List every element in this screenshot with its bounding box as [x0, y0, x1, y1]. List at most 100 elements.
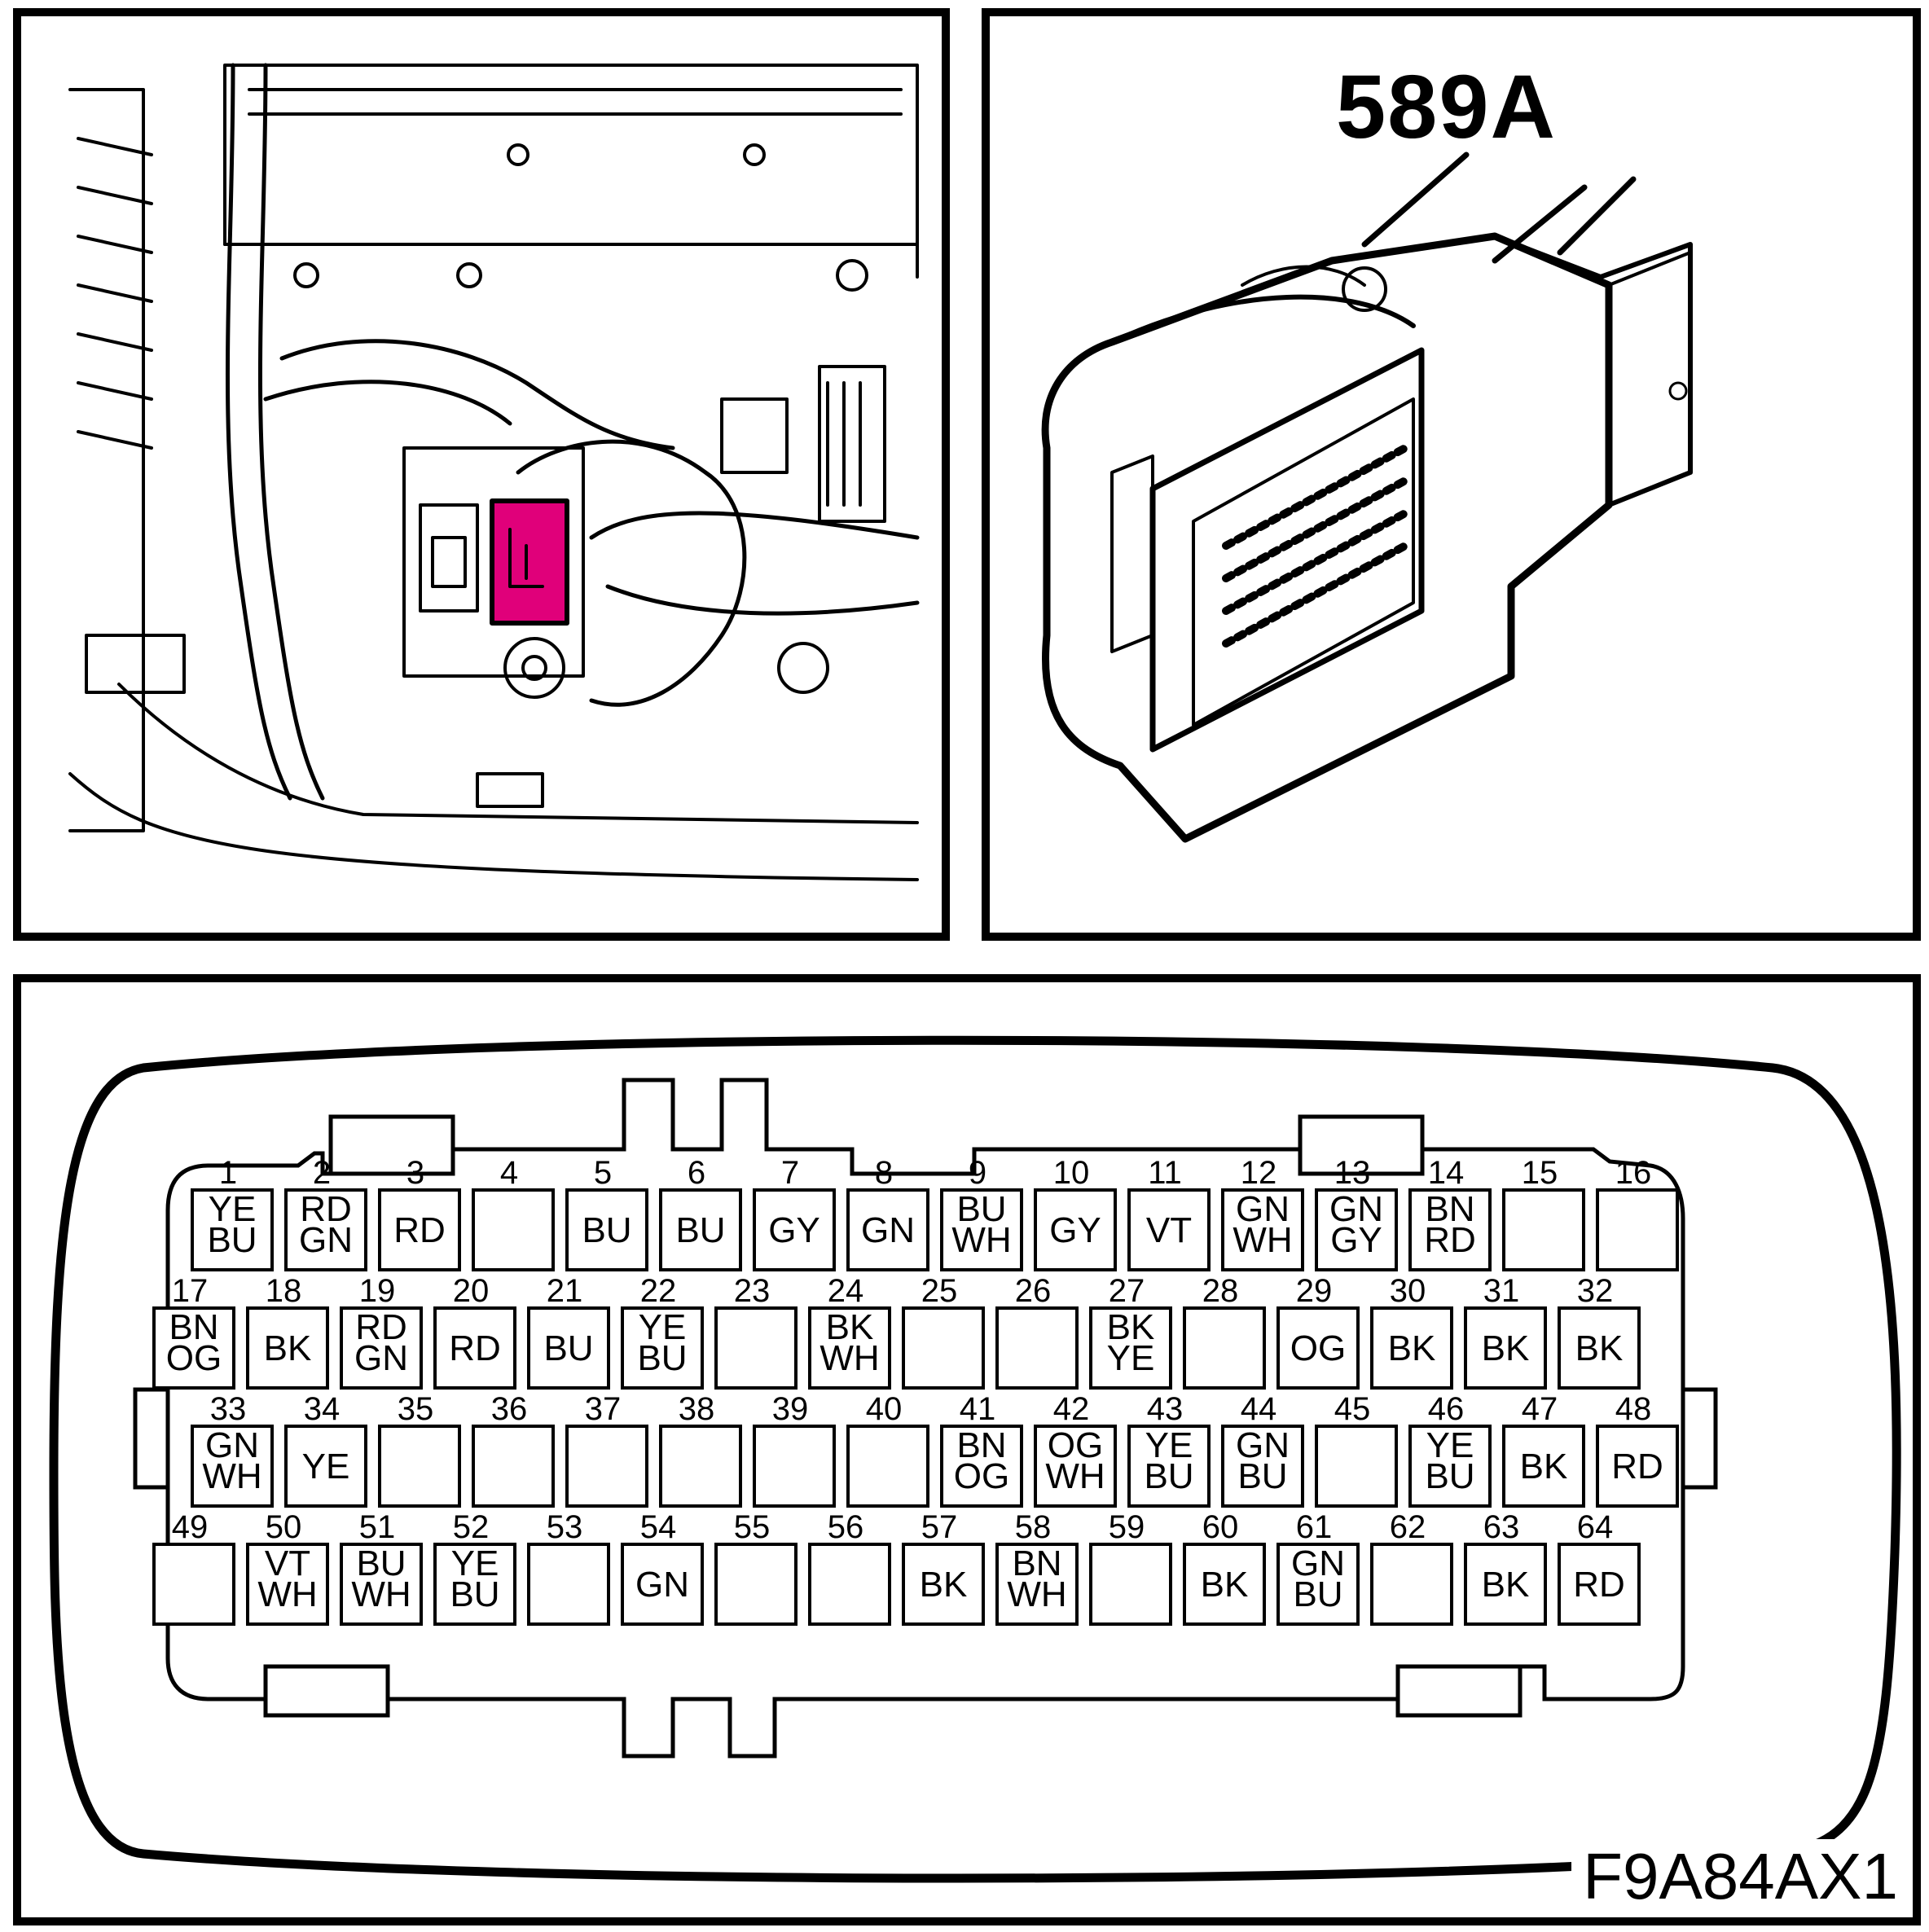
pin-cavity — [902, 1306, 985, 1390]
pin-6: 6BU — [659, 1155, 742, 1271]
wire-color-code: GN — [1236, 1189, 1290, 1229]
pin-number: 63 — [1483, 1509, 1520, 1545]
pin-number: 28 — [1202, 1273, 1239, 1309]
pin-cavity — [340, 1543, 423, 1626]
pin-16: 16 — [1596, 1155, 1679, 1271]
pin-cavity — [527, 1306, 610, 1390]
pin-7: 7GY — [753, 1155, 836, 1271]
pin-cavity — [433, 1543, 516, 1626]
wire-color-code: YE — [639, 1307, 687, 1347]
pin-cavity — [152, 1543, 235, 1626]
wire-color-code: YE — [209, 1189, 257, 1229]
pin-cavity — [995, 1306, 1079, 1390]
pin-number: 9 — [969, 1155, 986, 1191]
pin-cavity — [1558, 1543, 1641, 1626]
pin-cavity — [191, 1425, 274, 1508]
wire-color-code: YE — [1107, 1338, 1155, 1378]
pin-number: 11 — [1148, 1155, 1182, 1191]
pin-number: 33 — [210, 1391, 247, 1427]
pin-cavity — [621, 1306, 704, 1390]
pin-cavity — [1276, 1306, 1360, 1390]
pin-number: 4 — [500, 1155, 518, 1191]
pin-15: 15 — [1502, 1155, 1585, 1271]
pin-number: 39 — [772, 1391, 809, 1427]
pin-number: 44 — [1241, 1391, 1277, 1427]
pin-cavity — [152, 1306, 235, 1390]
pin-number: 14 — [1428, 1155, 1465, 1191]
pin-number: 32 — [1577, 1273, 1614, 1309]
pin-number: 21 — [547, 1273, 583, 1309]
wire-color-code: BU — [675, 1210, 725, 1250]
pin-35: 35 — [378, 1391, 461, 1508]
wire-color-code: WH — [1045, 1456, 1105, 1496]
pin-number: 34 — [304, 1391, 341, 1427]
pin-number: 2 — [313, 1155, 331, 1191]
pin-cavity — [1408, 1425, 1492, 1508]
pin-number: 61 — [1296, 1509, 1333, 1545]
pin-56: 56 — [808, 1509, 891, 1626]
pin-8: 8GN — [846, 1155, 929, 1271]
wire-color-code: WH — [819, 1338, 879, 1378]
wire-color-code: WH — [202, 1456, 261, 1496]
pin-39: 39 — [753, 1391, 836, 1508]
wire-color-code: GN — [861, 1210, 915, 1250]
pin-cavity — [714, 1306, 798, 1390]
connector-view-panel: 589A — [982, 8, 1921, 941]
wire-color-code: BN — [1012, 1543, 1061, 1583]
pin-cavity — [621, 1543, 704, 1626]
pin-36: 36 — [472, 1391, 555, 1508]
pin-number: 17 — [172, 1273, 209, 1309]
pin-23: 23 — [714, 1273, 798, 1390]
connector-pin-holes — [1222, 444, 1409, 648]
wire-color-code: BK — [1201, 1565, 1249, 1605]
wire-color-code: RD — [393, 1210, 446, 1250]
pin-number: 43 — [1147, 1391, 1184, 1427]
pin-cavity — [714, 1543, 798, 1626]
pin-number: 41 — [960, 1391, 996, 1427]
wire-color-code: VT — [265, 1543, 310, 1583]
wire-color-code: OG — [166, 1338, 222, 1378]
pin-cavity — [246, 1543, 329, 1626]
pin-number: 37 — [585, 1391, 622, 1427]
pin-40: 40 — [846, 1391, 929, 1508]
wire-color-code: BU — [1237, 1456, 1287, 1496]
wire-color-code: GN — [299, 1220, 353, 1260]
wire-color-code: BU — [207, 1220, 257, 1260]
wire-color-code: BK — [920, 1565, 968, 1605]
pin-number: 52 — [453, 1509, 490, 1545]
pin-cavity — [191, 1188, 274, 1271]
pin-number: 60 — [1202, 1509, 1239, 1545]
pin-cavity — [1596, 1425, 1679, 1508]
wire-color-code: BU — [1425, 1456, 1474, 1496]
wire-color-code: RD — [355, 1307, 407, 1347]
wire-color-code: GN — [1236, 1425, 1290, 1465]
wire-color-code: BN — [1425, 1189, 1474, 1229]
pin-number: 48 — [1615, 1391, 1652, 1427]
wire-color-code: RD — [1573, 1565, 1625, 1605]
pin-number: 19 — [359, 1273, 396, 1309]
wire-color-code: BK — [1575, 1328, 1624, 1368]
pin-number: 47 — [1522, 1391, 1558, 1427]
pin-cavity — [284, 1188, 367, 1271]
pin-number: 53 — [547, 1509, 583, 1545]
pin-number: 50 — [266, 1509, 302, 1545]
wire-color-code: BK — [826, 1307, 874, 1347]
pin-number: 49 — [172, 1509, 209, 1545]
